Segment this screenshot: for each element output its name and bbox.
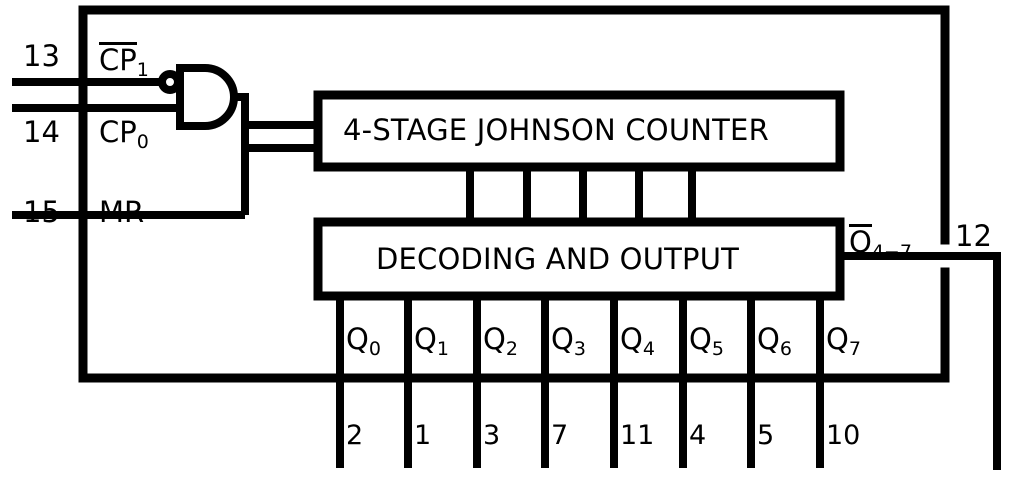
q2-subscript: 2 (505, 338, 518, 360)
output-label-q6: Q6 (757, 322, 792, 359)
wire-qbar47-to-pin12 (840, 252, 1001, 470)
q2-text: Q (483, 322, 506, 356)
output-pin-q4: 11 (620, 420, 655, 451)
output-wires-group (336, 296, 824, 468)
output-pin-q1: 1 (414, 420, 432, 451)
q6-text: Q (757, 322, 780, 356)
output-pin-q7: 10 (826, 420, 861, 451)
chip-outline-group (78, 5, 950, 383)
output-label-q2: Q2 (483, 322, 518, 359)
signal-label-cp1: CP1 (99, 42, 149, 80)
q3-subscript: 3 (573, 338, 586, 360)
q1-subscript: 1 (436, 338, 449, 360)
cp0-text: CP (99, 115, 137, 149)
pin-number-12: 12 (955, 219, 992, 253)
qbar47-text: Q (849, 224, 872, 259)
gate-output-routing (234, 93, 318, 215)
output-pin-q3: 7 (551, 420, 569, 451)
output-label-q5: Q5 (689, 322, 724, 359)
counter-block-box (313, 90, 845, 172)
input-wires-group (12, 78, 245, 219)
q4-text: Q (620, 322, 643, 356)
and-gate-body (176, 64, 238, 130)
pin-number-15: 15 (23, 195, 60, 229)
q0-subscript: 0 (368, 338, 381, 360)
q0-text: Q (346, 322, 369, 356)
output-label-q3: Q3 (551, 322, 586, 359)
chip-boundary-outline (78, 5, 950, 383)
decoder-block-label: DECODING AND OUTPUT (376, 242, 740, 276)
carry-label-qbar47: Q4−7 (849, 224, 912, 262)
inverter-bubble-icon (158, 70, 182, 94)
qbar47-subscript: 4−7 (871, 241, 912, 263)
chip-boundary-outline-lower (78, 267, 950, 383)
output-pin-q2: 3 (483, 420, 501, 451)
q5-subscript: 5 (711, 338, 724, 360)
output-label-q7: Q7 (826, 322, 861, 359)
counter-block-label: 4-STAGE JOHNSON COUNTER (343, 113, 769, 147)
cp1-subscript: 1 (136, 59, 149, 81)
q7-text: Q (826, 322, 849, 356)
wire-gate-out-to-counter-a (234, 93, 318, 129)
carry-output-wire (840, 252, 1001, 470)
q7-subscript: 7 (848, 338, 861, 360)
q4-subscript: 4 (642, 338, 655, 360)
counter-to-decoder-links (466, 167, 696, 222)
output-label-q4: Q4 (620, 322, 655, 359)
q5-text: Q (689, 322, 712, 356)
q6-subscript: 6 (779, 338, 792, 360)
pin-number-14: 14 (23, 115, 60, 149)
output-pin-q5: 4 (689, 420, 707, 451)
output-label-q0: Q0 (346, 322, 381, 359)
signal-label-cp0: CP0 (99, 115, 149, 152)
q3-text: Q (551, 322, 574, 356)
output-pin-q6: 5 (757, 420, 775, 451)
pin-number-13: 13 (23, 39, 60, 73)
and-gate-shape (158, 64, 238, 130)
output-label-q1: Q1 (414, 322, 449, 359)
q1-text: Q (414, 322, 437, 356)
cp0-subscript: 0 (136, 131, 149, 153)
output-pin-q0: 2 (346, 420, 364, 451)
signal-label-mr: MR (99, 195, 145, 229)
cp1-text: CP (99, 42, 137, 77)
